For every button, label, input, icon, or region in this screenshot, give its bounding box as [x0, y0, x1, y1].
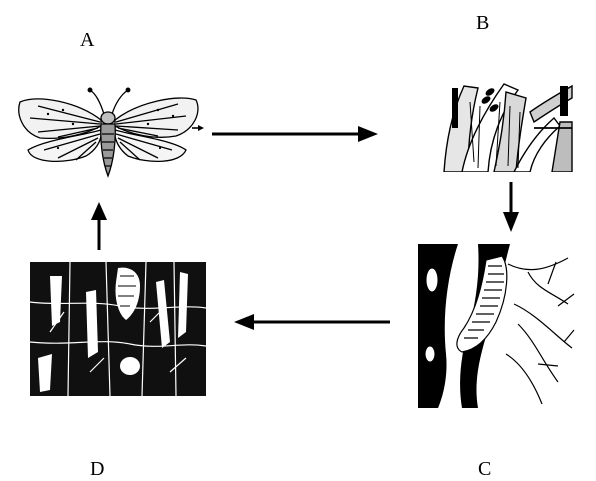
pupa-illustration [30, 262, 206, 396]
stage-label-d: D [90, 459, 104, 479]
arrow-c-to-d [234, 312, 390, 332]
arrow-a-to-b [212, 124, 378, 144]
stage-label-a: A [80, 30, 94, 50]
moth-illustration [8, 80, 208, 180]
larva-illustration [418, 244, 576, 408]
stage-label-c: C [478, 459, 491, 479]
arrow-b-to-c [501, 182, 521, 232]
arrow-d-to-a [89, 202, 109, 250]
stage-label-b: B [476, 13, 489, 33]
egg-mass-illustration [434, 82, 574, 172]
